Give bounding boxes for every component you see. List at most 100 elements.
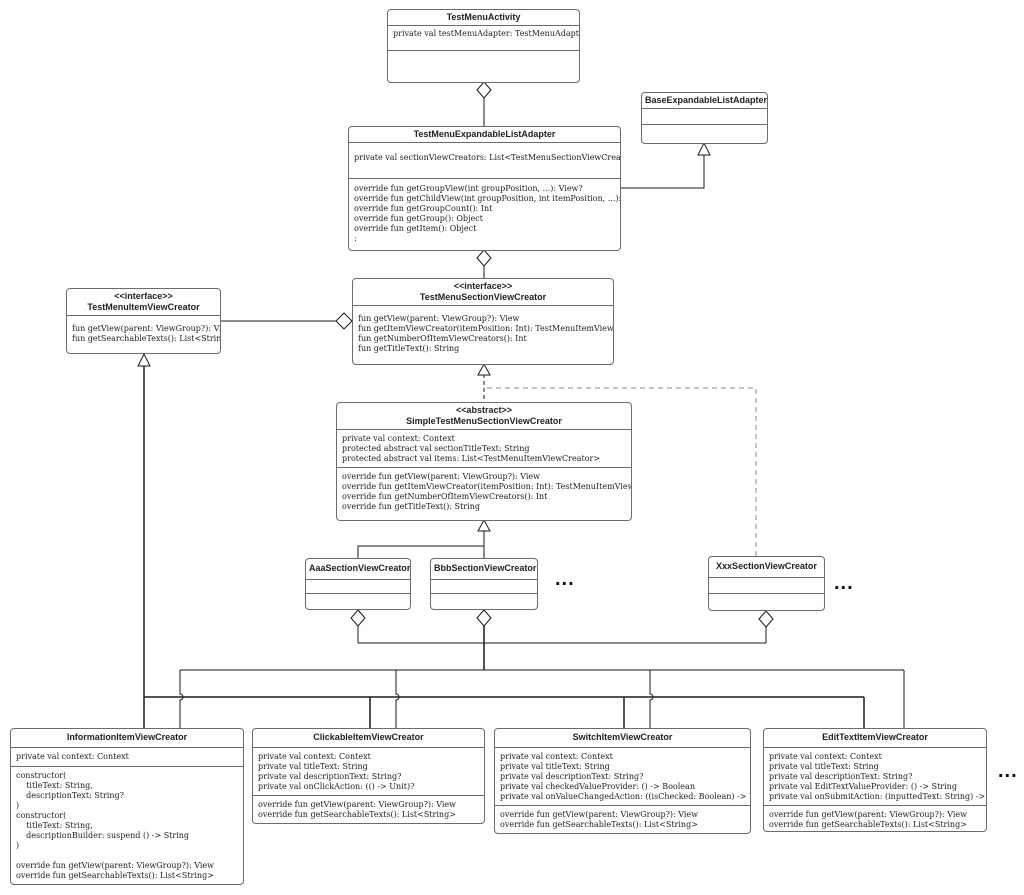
method: override fun getView(parent: ViewGroup?)… <box>258 800 457 809</box>
constructor-line: descriptionBuilder: suspend () -> String <box>16 831 190 840</box>
edge-adapter-base <box>621 155 705 189</box>
class-edit-text-item-view-creator: EditTextItemViewCreator private val cont… <box>763 728 987 832</box>
class-header: <<interface>> TestMenuItemViewCreator <box>67 289 220 316</box>
field: private val context: Context <box>500 752 613 761</box>
field: private val onValueChangedAction: ((isCh… <box>500 792 751 801</box>
diamond-section <box>335 312 353 330</box>
methods-section: constructor( titleText: String, descript… <box>11 767 243 884</box>
fields-section: private val context: Context <box>11 748 243 767</box>
triangle-section <box>477 362 491 376</box>
class-name: SimpleTestMenuSectionViewCreator <box>406 416 562 426</box>
constructor-line: titleText: String, <box>16 781 93 790</box>
class-name: XxxSectionViewCreator <box>709 557 824 578</box>
field: private val descriptionText: String? <box>769 772 913 781</box>
field: private val context: Context <box>769 752 882 761</box>
fields-section: private val context: Context private val… <box>764 748 986 806</box>
method: fun getView(parent: ViewGroup?): View <box>72 324 221 333</box>
methods-section: fun getView(parent: ViewGroup?): View fu… <box>353 306 613 357</box>
class-information-item-view-creator: InformationItemViewCreator private val c… <box>10 728 244 885</box>
fields-section: private val sectionViewCreators: List<Te… <box>349 143 620 179</box>
method: override fun getSearchableTexts(): List<… <box>500 820 698 829</box>
edge-aaa-simple <box>357 545 484 558</box>
field: private val descriptionText: String? <box>258 772 402 781</box>
method: fun getView(parent: ViewGroup?): View <box>358 314 520 323</box>
constructor-line: constructor( <box>16 771 67 780</box>
class-name: TestMenuSectionViewCreator <box>419 292 547 302</box>
drop-switch <box>649 670 654 729</box>
method: fun getSearchableTexts(): List<String> <box>72 334 221 343</box>
methods-section <box>642 125 767 131</box>
ellipsis-sections-1: ... <box>555 568 575 590</box>
stereotype: <<interface>> <box>114 291 173 301</box>
stereotype: <<abstract>> <box>455 405 513 415</box>
field: private val titleText: String <box>500 762 610 771</box>
method: override fun getTitleText(): String <box>342 502 480 511</box>
methods-section: override fun getGroupView(int groupPosit… <box>349 179 620 247</box>
class-test-menu-expandable-list-adapter: TestMenuExpandableListAdapter private va… <box>348 126 621 251</box>
method: override fun getGroupCount(): Int <box>354 204 493 213</box>
methods-section: fun getView(parent: ViewGroup?): View fu… <box>67 316 220 347</box>
class-name: EditTextItemViewCreator <box>764 729 986 748</box>
class-clickable-item-view-creator: ClickableItemViewCreator private val con… <box>252 728 485 824</box>
method: override fun getGroupView(int groupPosit… <box>354 184 583 193</box>
field: private val EditTextValueProvider: () ->… <box>769 782 957 791</box>
triangle-item <box>137 352 151 367</box>
class-name: TestMenuItemViewCreator <box>87 302 200 312</box>
method: override fun getNumberOfItemViewCreators… <box>342 492 548 501</box>
field: private val onClickAction: (() -> Unit)? <box>258 782 415 791</box>
methods-section: override fun getView(parent: ViewGroup?)… <box>764 806 986 831</box>
constructor-line: titleText: String, <box>16 821 93 830</box>
class-name: TestMenuExpandableListAdapter <box>349 127 620 143</box>
fields-section: private val context: Context private val… <box>495 748 750 806</box>
field: private val titleText: String <box>769 762 879 771</box>
field: private val titleText: String <box>258 762 368 771</box>
fields-section: private val testMenuAdapter: TestMenuAda… <box>388 26 579 51</box>
method: override fun getGroup(): Object <box>354 214 483 223</box>
field: private val context: Context <box>258 752 371 761</box>
diamond-adapter <box>476 249 492 267</box>
class-test-menu-activity: TestMenuActivity private val testMenuAda… <box>387 9 580 83</box>
field: private val context: Context <box>342 434 455 443</box>
field: protected abstract val sectionTitleText:… <box>342 444 530 453</box>
methods-section: override fun getView(parent: ViewGroup?)… <box>495 806 750 833</box>
field: private val descriptionText: String? <box>500 772 644 781</box>
methods-section <box>709 594 824 600</box>
class-name: BbbSectionViewCreator <box>431 559 537 580</box>
stereotype: <<interface>> <box>453 281 513 291</box>
fields-section <box>709 578 824 594</box>
method: : <box>354 234 357 243</box>
class-name: InformationItemViewCreator <box>11 729 243 748</box>
class-bbb-section-view-creator: BbbSectionViewCreator <box>430 558 538 610</box>
method: fun getNumberOfItemViewCreators(): Int <box>358 334 527 343</box>
methods-section: override fun getView(parent: ViewGroup?)… <box>253 796 484 823</box>
field: private val checkedValueProvider: () -> … <box>500 782 695 791</box>
methods-section <box>431 594 537 600</box>
methods-section <box>388 51 579 57</box>
diamond-aaa <box>350 609 366 627</box>
fields-section: private val context: Context protected a… <box>337 430 631 468</box>
fields-section <box>306 580 410 594</box>
drop-clickable <box>395 670 400 729</box>
class-name: ClickableItemViewCreator <box>253 729 484 748</box>
method: override fun getView(parent: ViewGroup?)… <box>342 472 541 481</box>
fields-section: private val context: Context private val… <box>253 748 484 796</box>
constructor-line: constructor( <box>16 811 67 820</box>
method: override fun getChildView(int groupPosit… <box>354 194 621 203</box>
method: override fun getItem(): Object <box>354 224 477 233</box>
method: override fun getItemViewCreator(itemPosi… <box>342 482 631 491</box>
class-header: <<interface>> TestMenuSectionViewCreator <box>353 279 613 306</box>
abstract-simple-test-menu-section-view-creator: <<abstract>> SimpleTestMenuSectionViewCr… <box>336 402 632 521</box>
field: private val sectionViewCreators: List<Te… <box>354 153 621 162</box>
method: override fun getView(parent: ViewGroup?)… <box>16 861 215 870</box>
class-base-expandable-list-adapter: BaseExpandableListAdapter <box>641 92 768 144</box>
class-name: SwitchItemViewCreator <box>495 729 750 748</box>
interface-test-menu-section-view-creator: <<interface>> TestMenuSectionViewCreator… <box>352 278 614 365</box>
constructor-line: ) <box>16 801 20 810</box>
field: private val context: Context <box>16 752 129 761</box>
constructor-line: ) <box>16 841 20 850</box>
method: fun getTitleText(): String <box>358 344 460 353</box>
class-name: TestMenuActivity <box>388 10 579 26</box>
class-switch-item-view-creator: SwitchItemViewCreator private val contex… <box>494 728 751 834</box>
triangle-simple <box>477 518 491 532</box>
